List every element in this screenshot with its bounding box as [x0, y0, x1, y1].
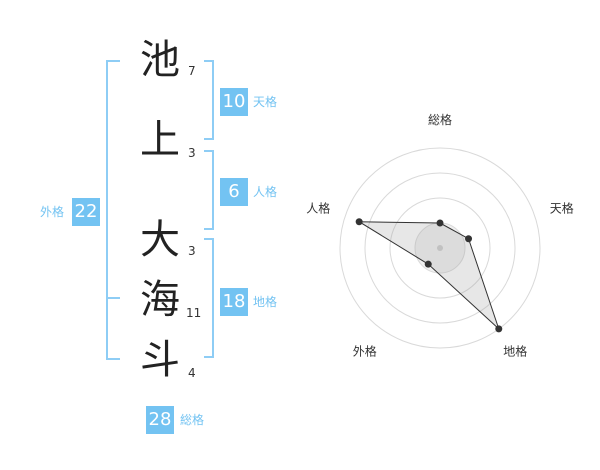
- radar-point-3: [495, 325, 503, 333]
- tenkaku-label: 天格: [253, 95, 278, 109]
- radar-axis-label-3: 地格: [503, 344, 527, 359]
- radar-point-4: [424, 260, 432, 268]
- name-char-3: 大: [140, 217, 180, 263]
- jinkaku-value: 6: [220, 178, 248, 206]
- radar-ring-3: [364, 172, 516, 324]
- stroke-count-1: 7: [188, 64, 196, 78]
- radar-series-polygon: [357, 221, 500, 330]
- radar-center-dot: [437, 245, 443, 251]
- stroke-count-3: 3: [188, 244, 196, 258]
- gaikaku-bracket: [106, 60, 120, 360]
- radar-point-5: [355, 218, 363, 226]
- radar-ring-2: [389, 197, 491, 299]
- soukaku-value: 28: [146, 406, 174, 434]
- radar-axis-label-4: 外格: [353, 344, 377, 359]
- gaikaku-value: 22: [72, 198, 100, 226]
- jinkaku-bracket: [204, 150, 214, 230]
- gaikaku-bracket-divider: [106, 297, 120, 299]
- name-char-4: 海: [140, 277, 180, 323]
- radar-axis-label-1: 総格: [428, 112, 452, 127]
- soukaku-label: 総格: [180, 413, 205, 427]
- name-char-1: 池: [140, 37, 180, 83]
- stroke-count-5: 4: [188, 366, 196, 380]
- radar-point-2: [465, 235, 473, 243]
- tenkaku-value: 10: [220, 88, 248, 116]
- gaikaku-label: 外格: [40, 205, 65, 219]
- radar-axis-label-5: 人格: [306, 200, 330, 215]
- name-char-5: 斗: [140, 337, 180, 383]
- name-char-2: 上: [140, 117, 180, 163]
- stroke-count-2: 3: [188, 146, 196, 160]
- chikaku-bracket: [204, 238, 214, 358]
- jinkaku-label: 人格: [253, 185, 278, 199]
- tenkaku-bracket: [204, 60, 214, 140]
- stroke-count-4: 11: [186, 306, 202, 320]
- radar-ring-4: [339, 147, 541, 349]
- radar-point-1: [436, 219, 444, 227]
- radar-axis-label-2: 天格: [550, 200, 574, 215]
- chikaku-value: 18: [220, 288, 248, 316]
- chikaku-label: 地格: [253, 295, 278, 309]
